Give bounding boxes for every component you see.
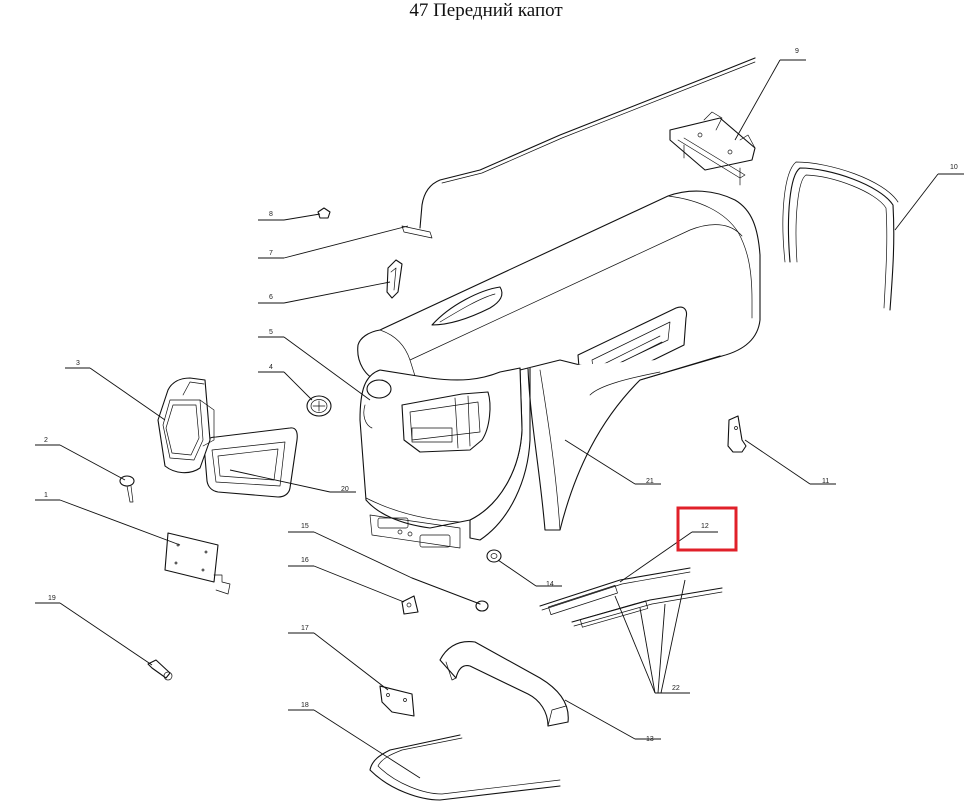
part-20-front-bezel[interactable] [203, 427, 298, 498]
callout-22-label: 22 [672, 685, 680, 692]
callout-17-label: 17 [301, 625, 309, 632]
part-15-cable[interactable] [411, 577, 489, 612]
callout-1: 1 [35, 492, 181, 546]
callout-14: 14 [497, 559, 562, 588]
callout-6-label: 6 [269, 294, 273, 301]
callout-7-label: 7 [269, 250, 273, 257]
part-18-lower-seal[interactable] [369, 734, 561, 801]
callout-5: 5 [258, 329, 371, 401]
part-8-clip[interactable] [317, 207, 331, 219]
callout-3: 3 [65, 360, 166, 421]
callout-21: 21 [564, 439, 661, 485]
callout-22: 22 [614, 579, 690, 694]
callout-9-label: 9 [795, 48, 799, 55]
callout-2-label: 2 [44, 437, 48, 444]
callout-6: 6 [258, 281, 391, 304]
part-14-grommet[interactable] [486, 549, 502, 563]
callout-15-label: 15 [301, 523, 309, 530]
callout-13: 13 [564, 699, 661, 743]
callout-3-label: 3 [76, 360, 80, 367]
part-5-front-cowl[interactable] [359, 367, 523, 549]
diagram-title: 47 Передний капот [409, 0, 563, 21]
callout-9: 9 [734, 48, 806, 141]
callout-11-label: 11 [822, 478, 829, 485]
callout-16-label: 16 [301, 557, 309, 564]
part-4-emblem[interactable] [306, 395, 332, 417]
callout-5-label: 5 [269, 329, 273, 336]
callout-17: 17 [288, 625, 389, 691]
callout-1-label: 1 [44, 492, 48, 499]
part-22-strut[interactable] [571, 587, 723, 628]
callout-20-label: 20 [341, 486, 349, 493]
part-7-rod[interactable] [401, 57, 756, 239]
callout-10-label: 10 [950, 164, 958, 171]
part-19-bolt[interactable] [147, 659, 173, 681]
callout-12: 12 [619, 523, 718, 583]
callout-10: 10 [894, 164, 964, 231]
callout-16: 16 [288, 557, 405, 603]
callout-4: 4 [258, 364, 313, 401]
part-2-latch[interactable] [119, 475, 135, 503]
callout-7: 7 [258, 225, 409, 259]
part-12-gas-strut[interactable] [539, 567, 691, 615]
part-10-seal[interactable] [782, 161, 899, 311]
callout-11: 11 [744, 439, 836, 485]
callout-4-label: 4 [269, 364, 273, 371]
callout-14-label: 14 [546, 581, 554, 588]
callout-15: 15 [288, 523, 413, 579]
part-17-lock-bracket[interactable] [379, 685, 415, 717]
callout-19-label: 19 [48, 595, 56, 602]
part-1-plate[interactable] [164, 532, 231, 595]
part-3-lamp-housing[interactable] [157, 377, 215, 474]
callout-8-label: 8 [269, 211, 273, 218]
callout-19: 19 [35, 595, 153, 666]
part-16-latch[interactable] [401, 595, 419, 615]
callout-20: 20 [229, 469, 356, 493]
highlight-box-callout-12 [676, 506, 738, 552]
callout-12-label: 12 [701, 523, 709, 530]
part-11-bracket[interactable] [727, 415, 747, 453]
callout-2: 2 [35, 437, 126, 481]
part-9-hinge-bracket[interactable] [669, 111, 756, 186]
callout-18-label: 18 [301, 702, 309, 709]
callout-13-label: 13 [646, 736, 654, 743]
part-6-bracket[interactable] [386, 259, 403, 299]
callout-18: 18 [288, 702, 421, 779]
callout-8: 8 [258, 211, 321, 221]
part-13-handle[interactable] [439, 641, 569, 727]
callout-21-label: 21 [646, 478, 654, 485]
